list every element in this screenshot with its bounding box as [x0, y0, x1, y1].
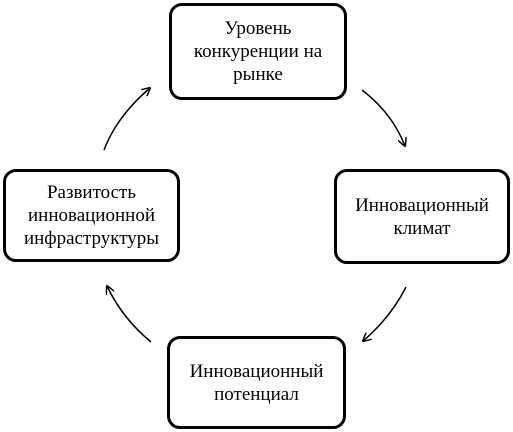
node-infrastructure-development: Развитость инновационной инфраструктуры: [3, 169, 180, 262]
arrow-left-to-top: [103, 88, 150, 151]
arrow-bottom-to-left: [107, 286, 152, 343]
node-competition-level: Уровень конкуренции на рынке: [169, 3, 347, 100]
node-infrastructure-development-label: Развитость инновационной инфраструктуры: [23, 182, 160, 249]
arrow-top-to-right: [361, 89, 405, 146]
arrow-right-to-bottom: [363, 286, 407, 341]
node-innovation-potential: Инновационный потенциал: [167, 336, 346, 429]
node-innovation-climate-label: Инновационный климат: [355, 194, 489, 239]
node-innovation-climate: Инновационный климат: [334, 169, 510, 264]
node-competition-level-label: Уровень конкуренции на рынке: [193, 18, 323, 85]
node-innovation-potential-label: Инновационный потенциал: [189, 360, 324, 405]
